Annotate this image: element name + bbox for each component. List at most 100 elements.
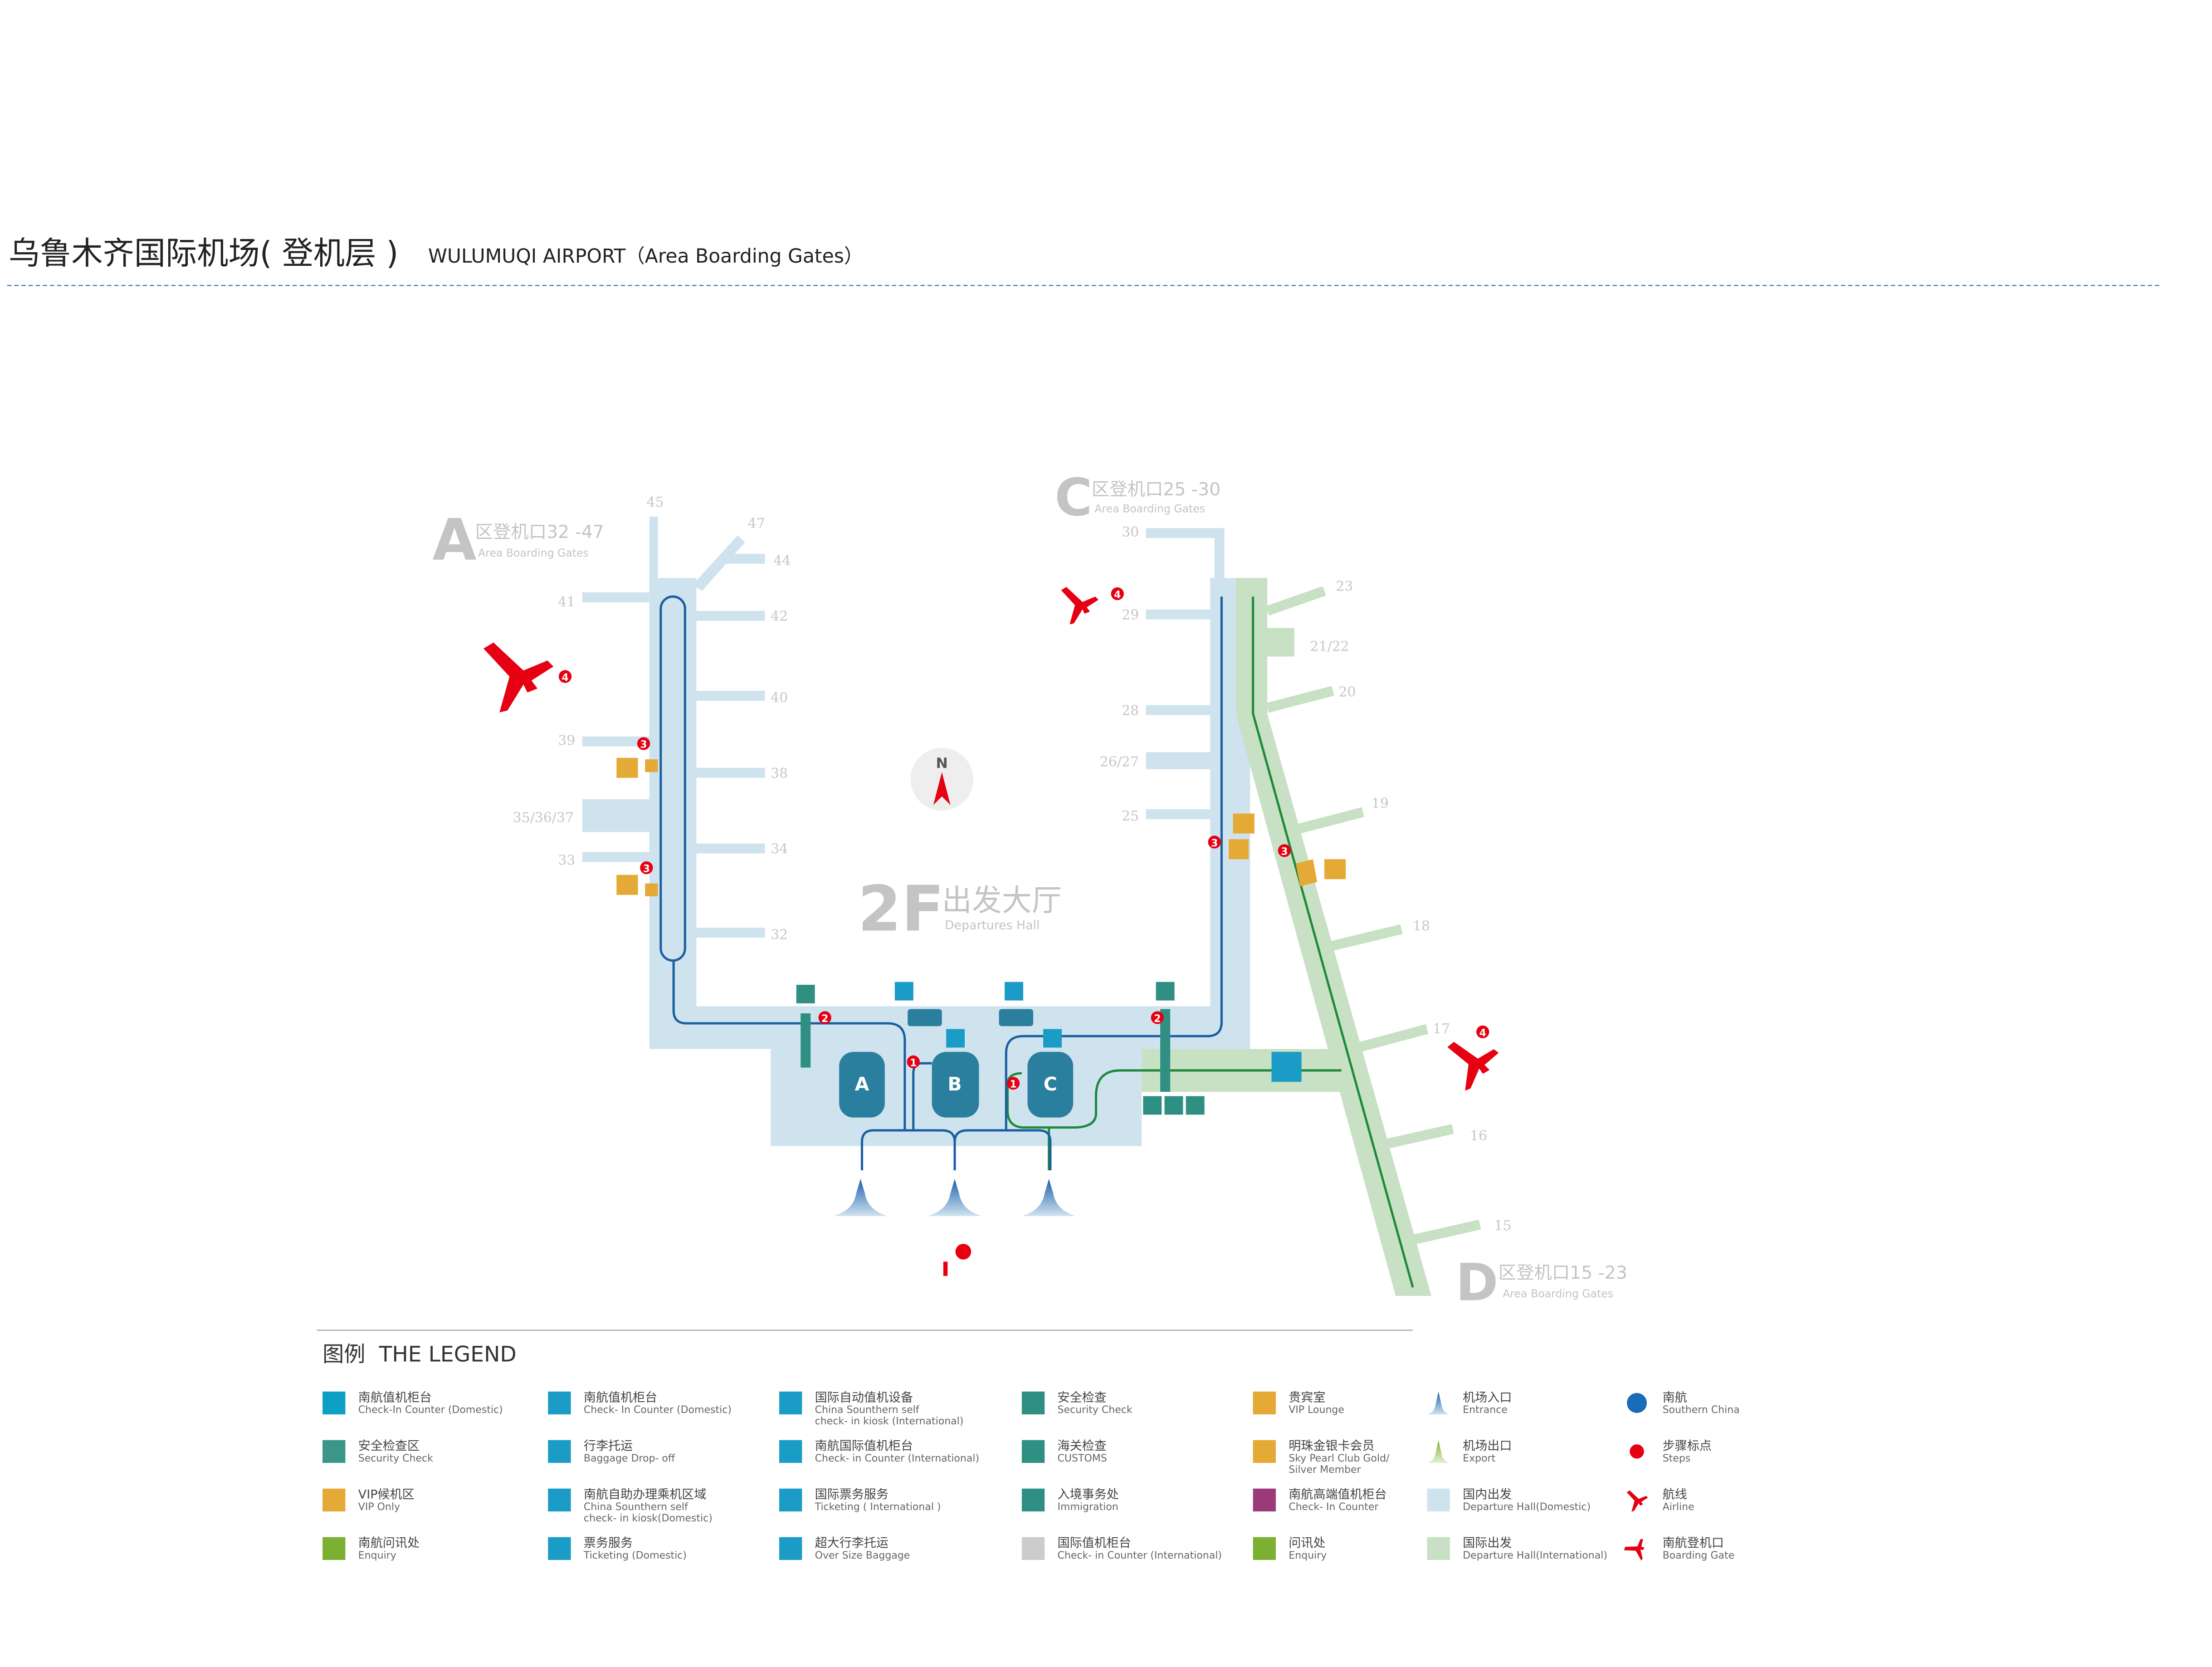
legend-label-cn: VIP候机区 — [358, 1488, 415, 1502]
baggage-drop-icon — [894, 982, 913, 1001]
gate-label: 16 — [1470, 1128, 1487, 1144]
step-pin-label: 3 — [1281, 846, 1288, 858]
legend-label-cn: 问讯处 — [1289, 1536, 1325, 1550]
gate-labels: 45 47 44 41 42 40 39 38 35/36/37 34 33 3… — [513, 494, 1512, 1234]
legend-label-en: Enquiry — [358, 1550, 396, 1561]
ticketing-icon — [1043, 1029, 1062, 1048]
step-pins: 4 4 4 3 3 3 3 2 2 1 1 — [558, 587, 1489, 1276]
legend-label-en: Departure Hall(Domestic) — [1463, 1501, 1591, 1513]
color-swatch — [322, 1391, 346, 1415]
kiosk-island-a[interactable] — [839, 1051, 885, 1118]
legend-label-en: Ticketing (Domestic) — [583, 1550, 687, 1561]
legend-label-cn: 入境事务处 — [1058, 1488, 1119, 1502]
area-title: 区登机口32 -47 — [475, 522, 604, 543]
page-title-cn: 乌鲁木齐国际机场( 登机层 ) — [9, 235, 398, 272]
gate-label: 25 — [1122, 808, 1139, 824]
security-check-icon — [1143, 1096, 1162, 1115]
step-pin-label: 4 — [1479, 1027, 1486, 1039]
area-subtitle: Area Boarding Gates — [1503, 1287, 1613, 1300]
question-icon — [1253, 1537, 1276, 1560]
card-icon — [1253, 1488, 1276, 1512]
legend-label-en: Entrance — [1463, 1404, 1508, 1416]
kiosk-label-a: A — [855, 1073, 869, 1095]
customs-icon — [1021, 1440, 1045, 1463]
legend-label-cn: 海关检查 — [1058, 1439, 1107, 1453]
step-pin-label: 3 — [1211, 838, 1218, 849]
step-pin-label: 4 — [1114, 589, 1121, 601]
security-check-icon — [796, 985, 815, 1003]
legend-label-en: Southern China — [1663, 1404, 1740, 1416]
pier-d — [1006, 578, 1481, 1296]
china-southern-icon — [1626, 1393, 1647, 1413]
gate-label: 20 — [1338, 684, 1356, 700]
legend-label-en: Check- in Counter (International) — [815, 1453, 979, 1464]
gate-label: 42 — [771, 609, 788, 625]
immigration-icon — [1186, 1096, 1205, 1115]
area-c-label: C 区登机口25 -30 Area Boarding Gates — [1055, 468, 1221, 528]
area-a-label: A 区登机口32 -47 Area Boarding Gates — [432, 506, 604, 573]
legend-label-en: Check- In Counter — [1289, 1501, 1379, 1513]
hall-label-cn: 出发大厅 — [942, 883, 1062, 918]
baggage-counter — [999, 1009, 1034, 1027]
legend-label-cn: 明珠金银卡会员 — [1289, 1439, 1374, 1453]
gate-label: 15 — [1494, 1218, 1511, 1234]
legend-label-en: Over Size Baggage — [815, 1550, 910, 1561]
airline-plane-icon — [1446, 1036, 1504, 1093]
kiosk-island-b[interactable] — [932, 1051, 979, 1118]
gate-label: 19 — [1372, 796, 1389, 812]
step-pin-label: 2 — [1154, 1013, 1161, 1025]
ticketing-icon — [946, 1029, 965, 1048]
gate-label: 17 — [1433, 1021, 1450, 1037]
kiosk-icon — [779, 1391, 802, 1415]
gate-label: 39 — [558, 733, 575, 748]
step-pin-label: 1 — [1010, 1079, 1016, 1090]
color-swatch — [322, 1440, 346, 1463]
vip-icon — [1253, 1391, 1276, 1415]
walking-routes — [659, 595, 1223, 1171]
legend-label-cn: 国际自动值机设备 — [815, 1391, 913, 1405]
start-pin-icon — [955, 1244, 972, 1260]
gate-label: 38 — [771, 766, 788, 782]
area-title: 区登机口25 -30 — [1092, 479, 1221, 500]
legend-label-cn: 超大行李托运 — [815, 1536, 889, 1550]
hall-label-en: Departures Hall — [945, 918, 1040, 932]
entrance-arrow-icon — [928, 1178, 982, 1216]
legend-label-cn: 国际出发 — [1463, 1536, 1512, 1550]
airline-plane-icon — [1061, 587, 1099, 625]
legend-label-cn: 南航登机口 — [1663, 1536, 1724, 1550]
step-pin-icon — [1630, 1444, 1644, 1459]
gate-label: 28 — [1122, 703, 1139, 719]
legend-label-cn: 南航值机柜台 — [584, 1391, 657, 1405]
north-compass: N — [910, 748, 973, 811]
ticket-icon — [779, 1488, 802, 1512]
legend-label-en: Sky Pearl Club Gold/ — [1289, 1453, 1390, 1464]
gate-label: 30 — [1122, 524, 1139, 540]
terminal-map: A B C — [432, 468, 1627, 1313]
gate-label: 29 — [1122, 607, 1139, 623]
gate-label: 47 — [748, 516, 765, 532]
gate-label: 26/27 — [1100, 754, 1139, 770]
floor-label: 2F — [858, 872, 944, 945]
entrance-arrows — [833, 1178, 1076, 1216]
legend-label-cn: 南航高端值机柜台 — [1289, 1488, 1387, 1502]
kiosk-island-c[interactable] — [1027, 1051, 1074, 1118]
legend-label-en: China Sounthern self — [584, 1501, 689, 1513]
